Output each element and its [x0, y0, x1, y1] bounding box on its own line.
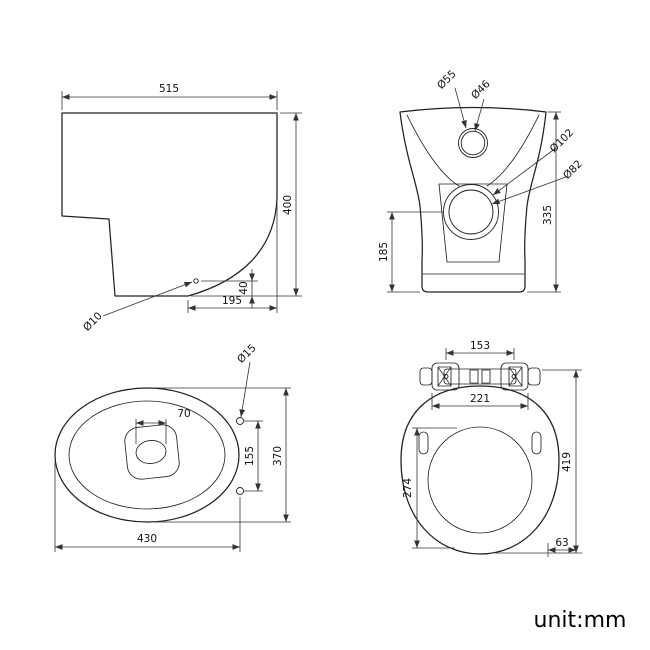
leader-line [492, 147, 557, 196]
dim-plan-length: 430 [54, 462, 241, 552]
pan-rim-inner [68, 400, 226, 510]
front-view: Ø55 Ø46 Ø102 Ø82 335 185 [378, 68, 585, 293]
seat-fixing-hole-bottom [236, 487, 244, 495]
hinge-tab-right [527, 367, 541, 386]
dim-label: 419 [561, 452, 573, 472]
seat-bumper-right [531, 431, 542, 455]
callout-seat-hole: Ø15 [235, 342, 259, 418]
dim-plan-flush-width: 70 [135, 408, 191, 444]
seat-hinge-assembly [419, 362, 541, 391]
hinge-center-part-left [469, 369, 479, 384]
dim-label: 40 [238, 281, 250, 294]
dim-label: 195 [222, 295, 242, 307]
dim-label: 274 [402, 478, 414, 498]
callout-inlet-inner: Ø46 [469, 78, 493, 132]
pan-rim-outer [54, 387, 240, 523]
dim-seat-inner-length: 274 [402, 427, 457, 549]
sump-outline [438, 183, 508, 263]
dim-front-outlet-height: 185 [378, 211, 443, 293]
dim-label: Ø15 [235, 342, 259, 366]
leader-line [102, 281, 193, 317]
dim-label: 335 [542, 205, 554, 225]
side-view-pan-outline [61, 112, 278, 297]
dim-front-height: 335 [527, 111, 561, 293]
side-fixing-hole [193, 278, 199, 284]
leader-line [491, 176, 567, 205]
callout-side-fixing-hole: Ø10 [81, 281, 193, 334]
dim-plan-width: 370 [152, 387, 291, 523]
dim-seat-edge-offset: 63 [547, 537, 577, 557]
front-view-pan-outline [399, 106, 547, 293]
dim-label: 370 [272, 446, 284, 466]
dim-label: Ø46 [469, 78, 493, 102]
dim-side-width: 515 [61, 83, 278, 110]
dim-label: Ø102 [548, 127, 577, 156]
dim-label: Ø82 [561, 158, 585, 182]
seat-outline [400, 385, 560, 555]
seat-fixing-hole-top [236, 417, 244, 425]
side-view: 515 400 40 195 Ø10 [61, 83, 302, 334]
dim-label: 153 [470, 340, 490, 352]
dim-label: 430 [137, 533, 157, 545]
hinge-crossbar [443, 368, 517, 385]
dim-side-height: 400 [191, 112, 302, 297]
dim-label: 515 [159, 83, 179, 95]
dim-side-hole-height: 40 [201, 269, 258, 308]
callout-outlet-outer: Ø102 [492, 127, 577, 196]
sump-opening [124, 424, 180, 480]
dim-side-base-offset: 195 [187, 203, 278, 313]
outlet-hole-outer [443, 184, 499, 240]
bowl-interior-left [406, 114, 460, 187]
dim-label: 221 [470, 393, 490, 405]
hinge-detail-cross-right [508, 366, 523, 387]
flush-hole [135, 440, 167, 464]
dim-label: 400 [282, 195, 294, 215]
hinge-center-part-right [481, 369, 491, 384]
callout-inlet-outer: Ø55 [435, 68, 467, 129]
dim-seat-hinge-width: 221 [431, 393, 529, 410]
dim-label: 155 [244, 446, 256, 466]
leader-line [239, 361, 251, 418]
unit-label: unit:mm [534, 608, 627, 633]
dim-seat-length: 419 [495, 369, 582, 554]
hinge-tab-left [419, 367, 433, 386]
plan-view: 70 Ø15 155 370 430 [54, 342, 291, 552]
dim-label: 70 [177, 408, 190, 420]
dim-label: Ø10 [81, 310, 105, 334]
leader-line [454, 87, 467, 129]
outlet-hole-inner [448, 189, 494, 235]
leader-line [474, 98, 485, 132]
bowl-interior-right [486, 114, 540, 187]
dim-label: 63 [555, 537, 568, 549]
seat-view: 153 221 274 419 63 [400, 340, 582, 557]
seat-bumper-left [418, 431, 429, 455]
hinge-detail-left [437, 366, 452, 387]
hinge-pivot-right [511, 374, 517, 379]
hinge-pivot-left [443, 374, 449, 379]
inlet-hole-inner [460, 130, 486, 156]
hinge-detail-right [508, 366, 523, 387]
inlet-hole-outer [458, 128, 488, 158]
dim-label: 185 [378, 242, 390, 262]
seat-opening [427, 426, 533, 534]
dim-seat-hinge-spacing: 153 [445, 340, 515, 360]
dim-plan-hole-spacing: 155 [244, 420, 263, 492]
hinge-detail-cross-left [437, 366, 452, 387]
